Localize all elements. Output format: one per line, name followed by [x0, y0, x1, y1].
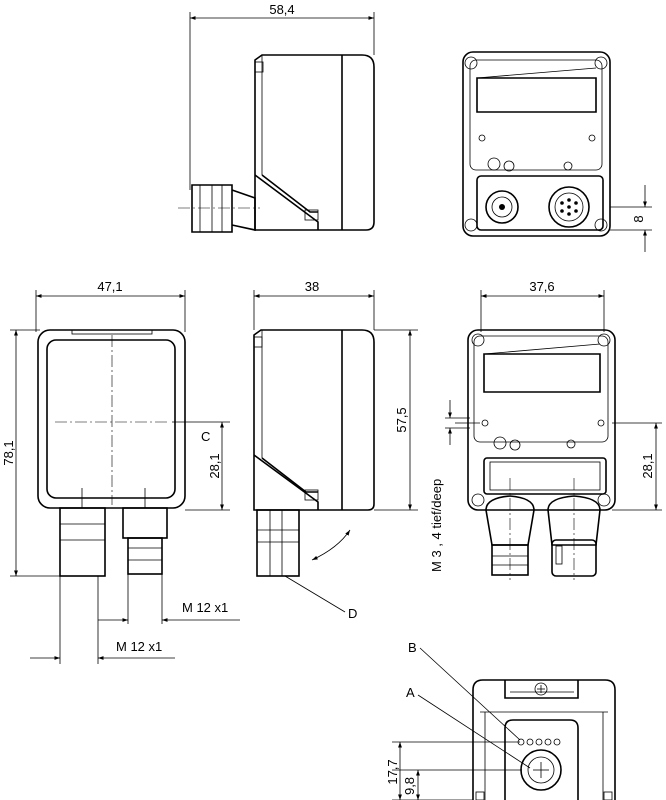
dim-bottom-height-1: 17,7	[385, 759, 400, 784]
dim-front-width: 47,1	[97, 279, 122, 294]
dim-mount-thread: M 3 , 4 tief/deep	[429, 479, 444, 572]
label-c: C	[201, 429, 210, 444]
dim-side-width: 38	[305, 279, 319, 294]
dim-bottom-height-2: 9,8	[402, 777, 417, 795]
rear-view-middle: 37,6 28,1 M 3 , 4 tief/deep	[429, 279, 662, 580]
dim-connector-thread-1: M 12 x1	[182, 600, 228, 615]
bottom-view: B A 17,7 9,8	[385, 640, 616, 800]
dim-side-height: 57,5	[394, 407, 409, 432]
dim-rear-height: 8	[631, 215, 646, 222]
dim-rear-center-height: 28,1	[640, 453, 655, 478]
front-view: 47,1 78,1 28,1 C M 12 x1 M 12 x1	[1, 279, 240, 664]
dim-rear-width: 37,6	[529, 279, 554, 294]
rear-view-top: 8	[462, 51, 652, 252]
dim-connector-thread-2: M 12 x1	[116, 639, 162, 654]
label-b: B	[408, 640, 417, 655]
label-a: A	[406, 685, 415, 700]
side-view-middle: 38 57,5 D	[253, 279, 418, 621]
dim-front-center-height: 28,1	[207, 453, 222, 478]
dim-top-side-width: 58,4	[269, 2, 294, 17]
dim-front-height: 78,1	[1, 440, 16, 465]
side-view-top: 58,4	[178, 2, 375, 233]
label-d: D	[348, 606, 357, 621]
